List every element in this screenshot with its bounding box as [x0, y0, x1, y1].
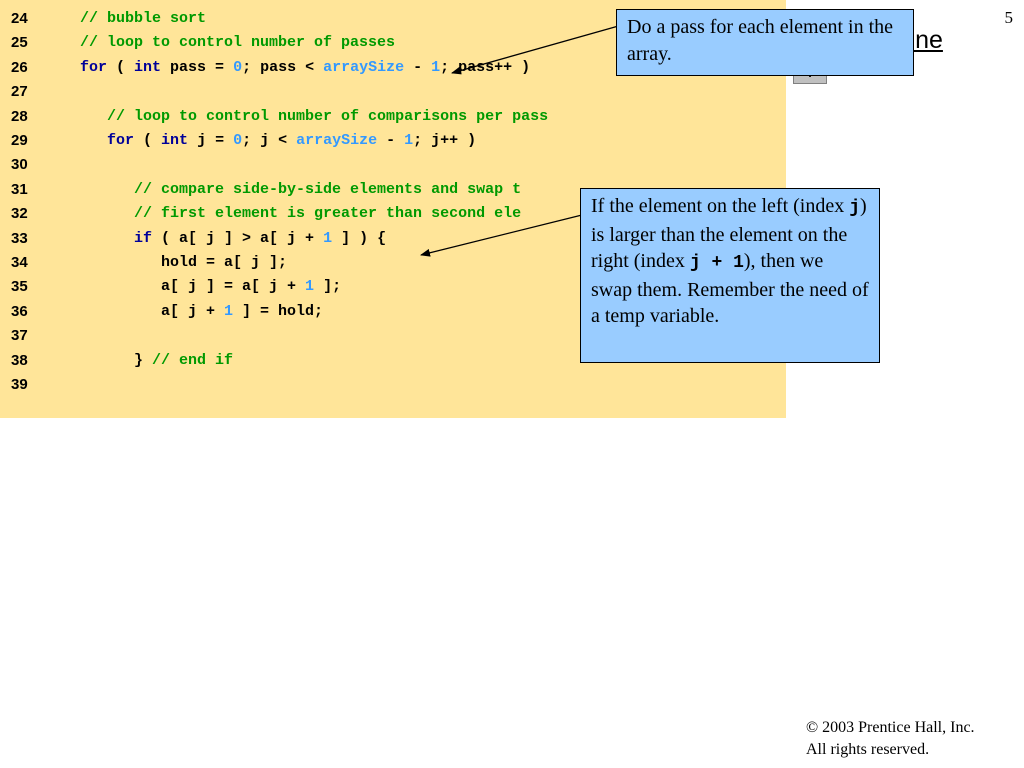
code-token: ; j <	[242, 132, 297, 149]
line-number: 31	[11, 180, 28, 198]
code-token: a[ j ] = a[ j +	[80, 278, 306, 296]
code-token: 1	[323, 229, 333, 247]
code-token: arraySize	[323, 58, 405, 76]
code-text: // first element is greater than second …	[80, 202, 521, 226]
code-text: for ( int pass = 0; pass < arraySize - 1…	[80, 56, 530, 80]
code-token: ( a[ j ] > a[ j +	[152, 229, 324, 247]
code-token	[80, 205, 134, 222]
code-token: // bubble sort	[80, 10, 207, 27]
code-text: hold = a[ j ];	[80, 251, 287, 275]
code-text: } // end if	[80, 349, 233, 373]
code-token: if	[134, 229, 153, 247]
code-text: // bubble sort	[80, 7, 206, 31]
code-token: for	[80, 58, 108, 76]
code-token: arraySize	[296, 132, 378, 149]
line-number: 26	[11, 58, 28, 76]
callout-swap-code-j: j	[849, 198, 861, 218]
code-token: ; pass++ )	[440, 58, 531, 76]
line-number: 24	[11, 10, 28, 27]
code-token: ; j++ )	[413, 132, 477, 149]
code-token: // loop to control number of comparisons…	[107, 107, 549, 125]
code-token: }	[80, 351, 153, 369]
copyright-text: 2003 Prentice Hall, Inc.	[818, 719, 975, 736]
line-number: 38	[11, 351, 28, 369]
line-number: 27	[11, 83, 28, 101]
code-token: pass =	[161, 58, 234, 76]
code-token	[80, 181, 134, 198]
line-number: 32	[11, 205, 28, 223]
callout-swap-text-3: ), then we swap them. Remember the need …	[591, 250, 869, 327]
slide-number: 5	[1004, 8, 1014, 27]
callout-swap-code-j-plus-1: j + 1	[689, 253, 744, 273]
code-token: 1	[404, 132, 414, 149]
code-token: // compare side-by-side elements and swa…	[134, 180, 522, 198]
code-token: // first element is greater than second …	[134, 205, 522, 223]
callout-swap-text-2: ) is larger than the element on the righ…	[591, 195, 867, 272]
code-token	[80, 230, 134, 247]
code-text: // compare side-by-side elements and swa…	[80, 178, 521, 202]
code-text: // loop to control number of passes	[80, 31, 395, 55]
code-text: if ( a[ j ] > a[ j + 1 ] ) {	[80, 227, 386, 251]
code-token: ] ) {	[332, 229, 387, 247]
line-number: 36	[11, 302, 28, 320]
line-number: 34	[11, 254, 28, 271]
line-number: 39	[11, 376, 28, 393]
code-text: a[ j ] = a[ j + 1 ];	[80, 275, 341, 299]
code-text: // loop to control number of comparisons…	[80, 105, 548, 129]
code-token: j =	[188, 132, 234, 149]
code-token: int	[161, 132, 189, 149]
line-number: 25	[11, 34, 28, 52]
code-token: (	[107, 58, 135, 76]
callout-swap: If the element on the left (index j) is …	[580, 188, 880, 363]
code-token: 0	[233, 132, 243, 149]
line-number: 33	[11, 229, 28, 247]
code-token: ] = hold;	[233, 302, 324, 320]
line-number: 35	[11, 278, 28, 296]
code-token	[80, 108, 107, 125]
code-token: // end if	[152, 351, 234, 369]
code-token: 1	[224, 302, 234, 320]
copyright: © 2003 Prentice Hall, Inc. All rights re…	[806, 717, 975, 761]
code-token: 0	[233, 58, 243, 76]
code-token: 1	[431, 58, 441, 76]
code-token	[80, 132, 107, 149]
copyright-symbol: ©	[806, 719, 819, 736]
code-token: for	[107, 132, 135, 149]
copyright-line-2: All rights reserved.	[806, 741, 930, 758]
code-token: (	[134, 132, 162, 149]
code-token: 1	[305, 278, 315, 296]
code-token: a[ j +	[80, 302, 225, 320]
code-token: // loop to control number of passes	[80, 34, 396, 52]
code-token: -	[404, 58, 432, 76]
code-token: -	[377, 132, 405, 149]
code-token: hold = a[ j ];	[80, 254, 288, 271]
code-token: ];	[314, 278, 342, 296]
callout-pass: Do a pass for each element in the array.	[616, 9, 914, 76]
line-number: 28	[11, 107, 28, 125]
callout-swap-text-1: If the element on the left (index	[591, 195, 850, 217]
line-number: 30	[11, 156, 28, 174]
line-number: 37	[11, 327, 28, 345]
code-text: for ( int j = 0; j < arraySize - 1; j++ …	[80, 129, 476, 153]
code-token: int	[134, 58, 162, 76]
callout-pass-text: Do a pass for each element in the array.	[627, 16, 894, 65]
line-number: 29	[11, 132, 28, 149]
code-token: ; pass <	[242, 58, 324, 76]
code-text: a[ j + 1 ] = hold;	[80, 300, 323, 324]
copyright-line-1: © 2003 Prentice Hall, Inc.	[806, 717, 975, 739]
